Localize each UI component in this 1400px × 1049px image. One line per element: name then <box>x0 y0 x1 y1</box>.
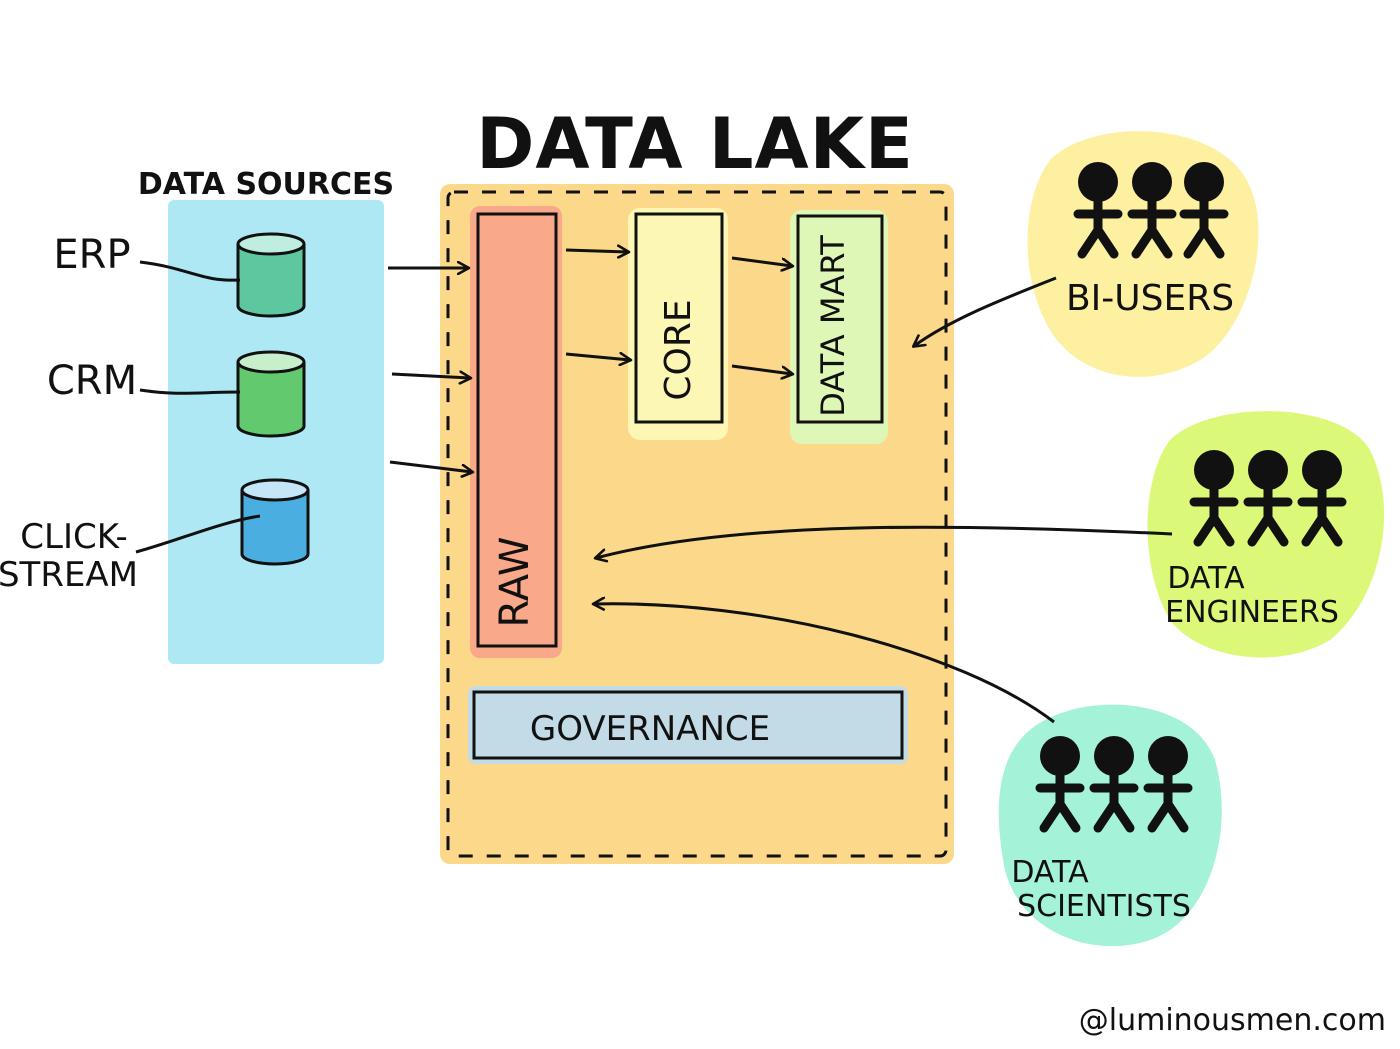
governance-layer-fill <box>468 686 908 764</box>
governance-layer <box>472 690 904 760</box>
core-layer-label: CORE <box>658 299 699 400</box>
governance-layer-label: GOVERNANCE <box>530 709 770 749</box>
crm-connector <box>139 388 241 395</box>
diagram-title: DATA LAKE <box>476 103 914 185</box>
data-lake-boundary <box>446 190 948 858</box>
erp-database-icon <box>236 232 306 318</box>
arrow-data-scientists-to-raw <box>594 604 1055 724</box>
data-scientists-label-line1: DATA <box>1011 855 1089 890</box>
arrow-clickstream-to-raw <box>389 460 472 472</box>
data-mart-layer-fill <box>790 210 888 444</box>
data-engineers-label-line2: ENGINEERS <box>1165 595 1339 630</box>
data-sources-heading: DATA SOURCES <box>138 167 394 202</box>
arrow-core-to-mart-1 <box>731 256 792 266</box>
raw-layer-fill <box>470 206 562 658</box>
erp-connector <box>139 260 241 282</box>
bi-users-label: BI-USERS <box>1066 278 1234 319</box>
bi-users-people-icon <box>1073 162 1229 259</box>
source-label-clickstream-line1: CLICK- <box>20 517 127 557</box>
raw-layer <box>476 212 558 648</box>
raw-layer-label: RAW <box>492 537 538 628</box>
data-engineers-people-icon <box>1189 450 1347 547</box>
data-mart-layer <box>796 214 884 424</box>
data-mart-layer-label: DATA MART <box>814 235 852 417</box>
data-engineers-label-line1: DATA <box>1167 561 1245 596</box>
arrow-core-to-mart-2 <box>731 364 792 374</box>
arrow-data-engineers-to-raw <box>596 525 1173 558</box>
arrow-crm-to-raw <box>391 374 470 378</box>
credit-text: @luminousmen.com <box>1079 1003 1386 1038</box>
source-label-clickstream-line2: STREAM <box>0 555 138 595</box>
core-layer-fill <box>628 208 728 440</box>
source-label-crm: CRM <box>47 358 137 404</box>
source-label-erp: ERP <box>53 232 130 278</box>
arrow-raw-to-core-1 <box>565 250 628 252</box>
clickstream-database-icon <box>240 478 310 566</box>
data-scientists-label-line2: SCIENTISTS <box>1017 889 1191 924</box>
clickstream-connector <box>135 514 261 554</box>
crm-database-icon <box>236 350 306 438</box>
arrow-raw-to-core-2 <box>565 354 630 360</box>
arrow-bi-users-to-data-mart <box>914 276 1057 346</box>
core-layer <box>634 212 724 424</box>
data-scientists-people-icon <box>1035 736 1193 833</box>
